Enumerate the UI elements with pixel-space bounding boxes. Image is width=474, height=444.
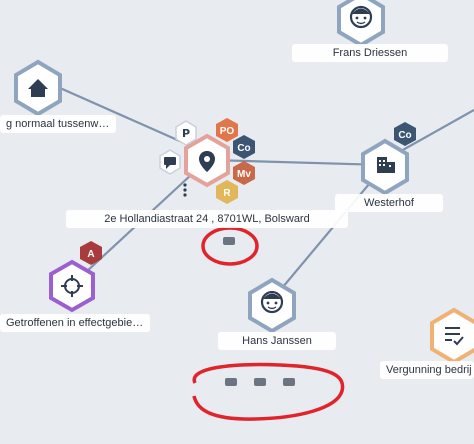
house-icon: [28, 79, 48, 97]
person-icon: [260, 290, 284, 314]
node-westerhof[interactable]: [361, 138, 409, 196]
badge-mv[interactable]: Mv: [233, 161, 255, 185]
svg-text:Co: Co: [398, 130, 411, 141]
annotation-circle-lower: [192, 362, 345, 421]
badge-co[interactable]: Co: [233, 135, 255, 159]
node-address[interactable]: [184, 133, 230, 188]
node-label-frans: Frans Driessen: [292, 44, 448, 62]
edge-westerhof-hans: [271, 164, 386, 301]
svg-text:Co: Co: [237, 143, 250, 154]
badge-r[interactable]: R: [216, 180, 238, 204]
node-label-vergunning: Vergunning bedrij: [380, 361, 474, 379]
badge-a[interactable]: A: [80, 241, 102, 265]
node-label-address: 2e Hollandiastraat 24 , 8701WL, Bolsward: [66, 210, 348, 228]
svg-text:P: P: [182, 127, 190, 140]
node-label-westerhof: Westerhof: [335, 194, 443, 212]
annotation-circle-upper: [201, 226, 259, 266]
location-pin-icon: [199, 151, 215, 172]
badge-po[interactable]: PO: [216, 118, 238, 142]
node-getroffenen[interactable]: [49, 259, 95, 313]
document-check-icon: [445, 327, 464, 346]
building-icon: [377, 157, 395, 173]
svg-text:PO: PO: [220, 126, 235, 137]
drag-handle-upper[interactable]: [223, 237, 235, 245]
edge-center-westerhof: [209, 158, 386, 167]
drag-handles-lower[interactable]: [225, 378, 295, 386]
badge-westerhof-co[interactable]: Co: [394, 122, 416, 146]
node-house[interactable]: [14, 59, 62, 117]
node-vergunning[interactable]: [430, 307, 474, 365]
node-label-getroffenen: Getroffenen in effectgebie…: [0, 314, 150, 332]
parking-icon[interactable]: P: [175, 120, 197, 146]
person-icon: [349, 5, 373, 29]
svg-text:A: A: [87, 249, 94, 260]
node-label-hans: Hans Janssen: [218, 332, 336, 350]
node-label-house: g normaal tussenw…: [0, 115, 116, 133]
svg-text:R: R: [223, 188, 231, 199]
node-frans-driessen[interactable]: [337, 0, 385, 48]
crosshair-icon: [61, 275, 83, 297]
node-hans-janssen[interactable]: [248, 277, 296, 334]
comment-icon[interactable]: [159, 149, 181, 175]
more-options-icon[interactable]: [183, 183, 187, 197]
svg-text:Mv: Mv: [237, 169, 251, 180]
